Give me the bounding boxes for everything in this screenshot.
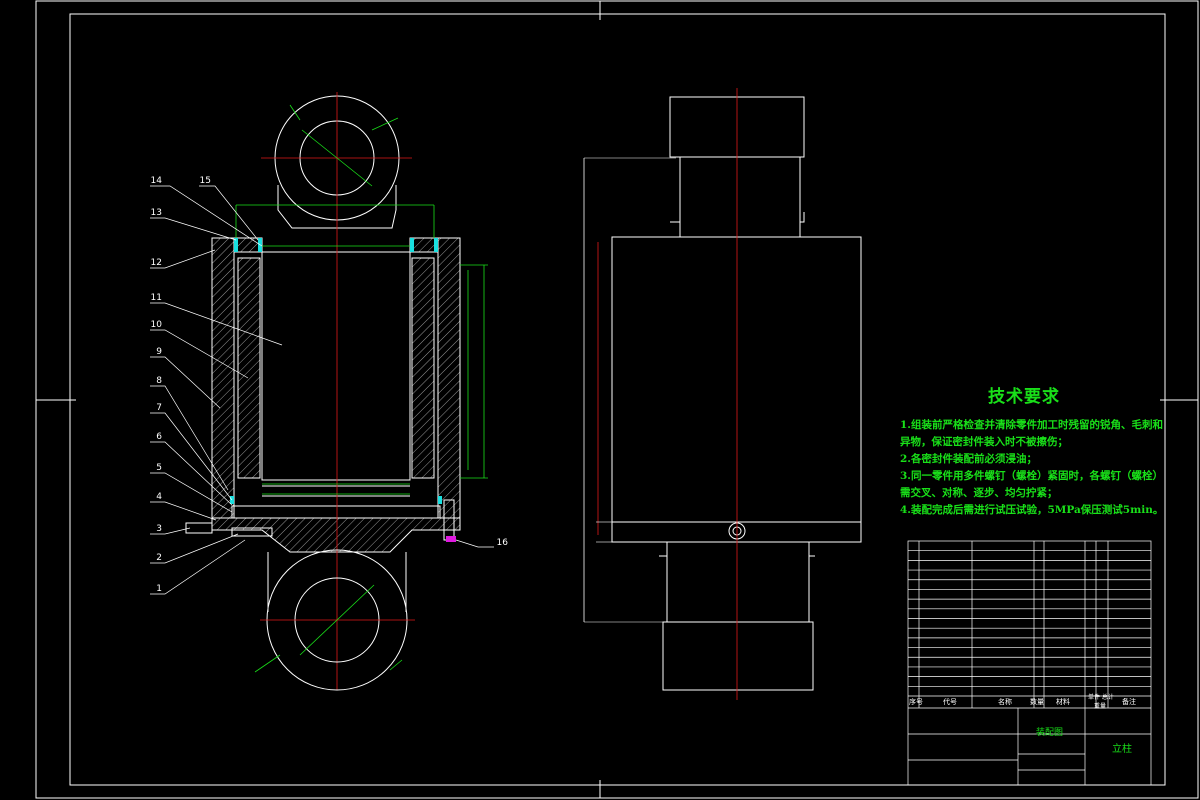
- part-number-1: 1: [156, 584, 162, 594]
- header-unit-total: 单件 总计: [1088, 694, 1114, 701]
- header-remark: 备注: [1122, 698, 1136, 706]
- part-number-12: 12: [150, 258, 162, 268]
- part-number-10: 10: [150, 320, 162, 330]
- title-block-drawing-name: 装配图: [1036, 728, 1064, 738]
- part-number-8: 8: [156, 376, 162, 386]
- technical-requirements: 技术要求 1.组装前严格检查并清除零件加工时残留的锐角、毛刺和 异物，保证密封件…: [900, 382, 1164, 519]
- part-number-16: 16: [496, 538, 508, 548]
- header-name: 名称: [998, 698, 1012, 706]
- header-material: 材料: [1056, 698, 1070, 706]
- part-number-11: 11: [150, 293, 162, 303]
- header-seq: 序号: [909, 698, 923, 706]
- sheet-frame: [35, 0, 1199, 799]
- part-number-6: 6: [156, 432, 162, 442]
- parts-list: [907, 540, 1152, 786]
- tech-req-line: 4.装配完成后需进行试压试验，5MPa保压测试5min。: [900, 504, 1164, 516]
- tech-req-line: 需交叉、对称、逐步、均匀拧紧；: [900, 487, 1058, 499]
- tech-req-line: 3.同一零件用多件螺钉（螺栓）紧固时，各螺钉（螺栓）: [900, 470, 1163, 482]
- tech-req-title: 技术要求: [988, 387, 1060, 407]
- part-number-15: 15: [199, 176, 211, 186]
- part-number-2: 2: [156, 553, 162, 563]
- title-block-product: 立柱: [1112, 744, 1132, 755]
- part-number-13: 13: [150, 208, 162, 218]
- section-view: [150, 92, 494, 691]
- tech-req-line: 异物，保证密封件装入时不被擦伤；: [900, 436, 1068, 448]
- header-qty: 数量: [1030, 698, 1044, 706]
- part-number-9: 9: [156, 347, 162, 357]
- parts-list-header: 序号 代号 名称 数量 材料 单件 总计 重量 备注: [908, 694, 1151, 710]
- header-weight: 重量: [1094, 703, 1107, 710]
- part-number-7: 7: [156, 403, 162, 413]
- header-code: 代号: [943, 698, 957, 706]
- tech-req-line: 1.组装前严格检查并清除零件加工时残留的锐角、毛刺和: [900, 419, 1163, 431]
- part-number-14: 14: [150, 176, 162, 186]
- part-number-3: 3: [156, 524, 162, 534]
- part-number-5: 5: [156, 463, 162, 473]
- tech-req-line: 2.各密封件装配前必须浸油；: [900, 453, 1037, 465]
- exterior-view: [583, 88, 862, 700]
- part-number-4: 4: [156, 492, 162, 502]
